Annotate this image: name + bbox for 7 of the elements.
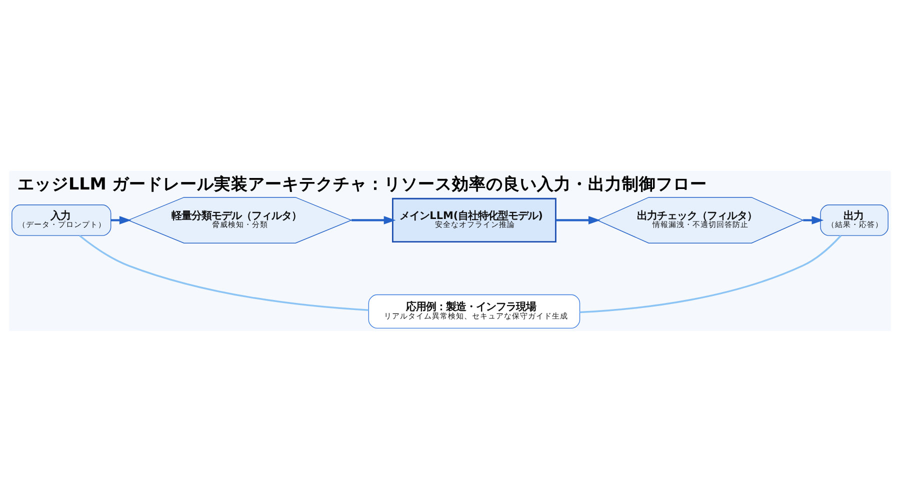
arrow — [556, 216, 600, 224]
arrow — [352, 216, 396, 224]
diagram-title: エッジLLM ガードレール実装アーキテクチャ：リソース効率の良い入力・出力制御フロー — [17, 173, 708, 194]
arrow — [803, 216, 824, 224]
connector — [580, 235, 842, 314]
connector — [79, 234, 369, 311]
arrow — [110, 216, 132, 224]
